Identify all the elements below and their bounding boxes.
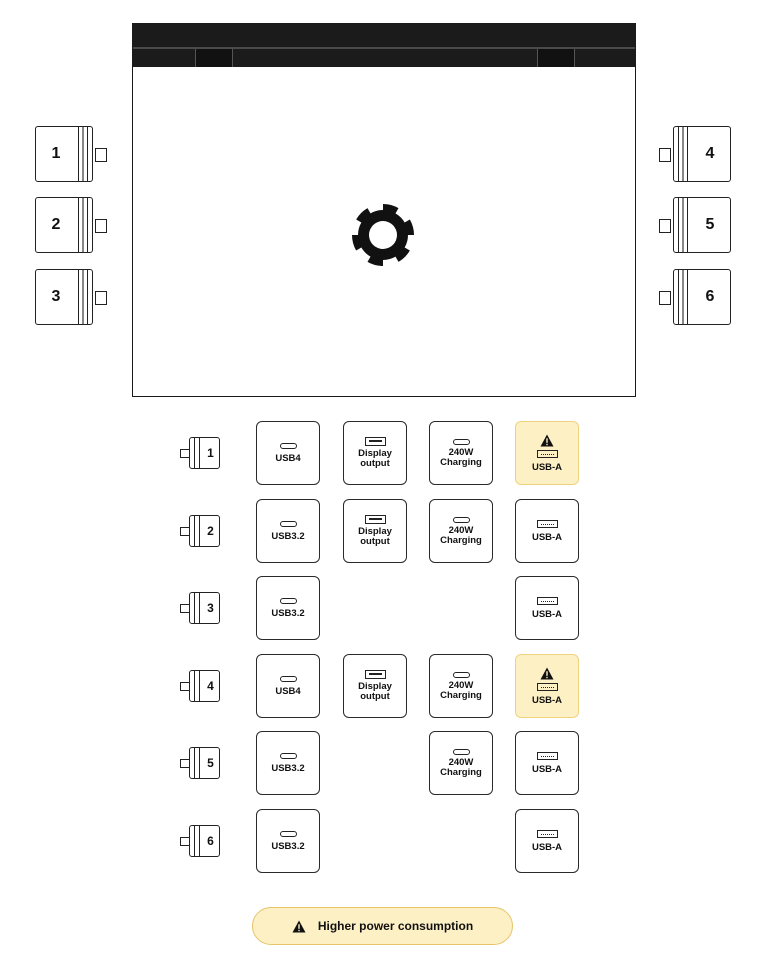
slot-label-3: 3 <box>180 592 220 624</box>
slot-number: 1 <box>207 446 214 460</box>
capability-card: USB3.2 <box>256 576 320 640</box>
capability-card: USB-A <box>515 421 579 485</box>
capability-label: USB-A <box>531 608 563 620</box>
capability-label: USB-A <box>531 694 563 706</box>
usb-a-icon <box>536 449 558 458</box>
usb-a-icon <box>536 751 558 760</box>
warning-icon <box>540 434 554 446</box>
slot-label-1: 1 <box>180 437 220 469</box>
usb-c-icon <box>279 675 297 682</box>
slot-number: 1 <box>51 145 61 162</box>
capability-label: USB-A <box>531 763 563 775</box>
laptop-screen <box>132 23 636 397</box>
capability-card: USB-A <box>515 499 579 563</box>
capability-card: USB4 <box>256 421 320 485</box>
capability-label: USB3.2 <box>271 530 305 542</box>
usb-c-icon <box>452 748 470 755</box>
capability-label: USB3.2 <box>271 762 305 774</box>
capability-label: USB4 <box>275 452 301 464</box>
capability-label: USB3.2 <box>271 840 305 852</box>
slot-number: 2 <box>51 216 61 233</box>
capability-label: USB4 <box>275 685 301 697</box>
displayport-icon <box>364 437 386 446</box>
connector-icon <box>659 148 671 162</box>
slot-label-2: 2 <box>180 515 220 547</box>
slot-number: 3 <box>207 601 214 615</box>
warning-icon <box>540 667 554 679</box>
displayport-icon <box>364 670 386 679</box>
capability-card: USB-A <box>515 731 579 795</box>
capability-label: USB-A <box>531 531 563 543</box>
usb-c-icon <box>279 520 297 527</box>
capability-card: USB-A <box>515 576 579 640</box>
warning-icon <box>292 920 306 932</box>
slot-left-3[interactable]: 3 <box>35 269 107 325</box>
connector-icon <box>659 219 671 233</box>
slot-left-2[interactable]: 2 <box>35 197 107 253</box>
slot-number: 5 <box>705 216 715 233</box>
connector-icon <box>95 291 107 305</box>
capability-card: USB-A <box>515 654 579 718</box>
usb-c-icon <box>452 671 470 678</box>
capability-card: USB3.2 <box>256 809 320 873</box>
usb-c-icon <box>279 830 297 837</box>
slot-number: 3 <box>51 288 61 305</box>
connector-icon <box>659 291 671 305</box>
hinge-right <box>537 49 575 67</box>
slot-number: 6 <box>705 288 715 305</box>
capability-label: USB-A <box>531 841 563 853</box>
capability-label: USB3.2 <box>271 607 305 619</box>
usb-c-icon <box>452 516 470 523</box>
slot-label-5: 5 <box>180 747 220 779</box>
slot-number: 5 <box>207 756 214 770</box>
hinge-left <box>195 49 233 67</box>
capability-card: USB-A <box>515 809 579 873</box>
legend: Higher power consumption <box>252 907 513 945</box>
slot-label-4: 4 <box>180 670 220 702</box>
legend-text: Higher power consumption <box>317 919 474 933</box>
connector-icon <box>95 148 107 162</box>
slot-label-6: 6 <box>180 825 220 857</box>
displayport-icon <box>364 515 386 524</box>
gear-icon <box>352 204 414 266</box>
usb-c-icon <box>279 597 297 604</box>
usb-a-icon <box>536 682 558 691</box>
usb-c-icon <box>452 438 470 445</box>
slot-number: 4 <box>207 679 214 693</box>
slot-right-4[interactable]: 4 <box>659 126 731 182</box>
capability-card: USB4 <box>256 654 320 718</box>
slot-number: 2 <box>207 524 214 538</box>
capability-label: USB-A <box>531 461 563 473</box>
slot-right-6[interactable]: 6 <box>659 269 731 325</box>
slot-number: 6 <box>207 834 214 848</box>
usb-a-icon <box>536 829 558 838</box>
usb-a-icon <box>536 596 558 605</box>
slot-left-1[interactable]: 1 <box>35 126 107 182</box>
slot-right-5[interactable]: 5 <box>659 197 731 253</box>
usb-c-icon <box>279 442 297 449</box>
usb-a-icon <box>536 519 558 528</box>
laptop-hinge-bar <box>133 24 635 67</box>
slot-number: 4 <box>705 145 715 162</box>
capability-card: USB3.2 <box>256 499 320 563</box>
connector-icon <box>95 219 107 233</box>
capability-card: USB3.2 <box>256 731 320 795</box>
usb-c-icon <box>279 752 297 759</box>
